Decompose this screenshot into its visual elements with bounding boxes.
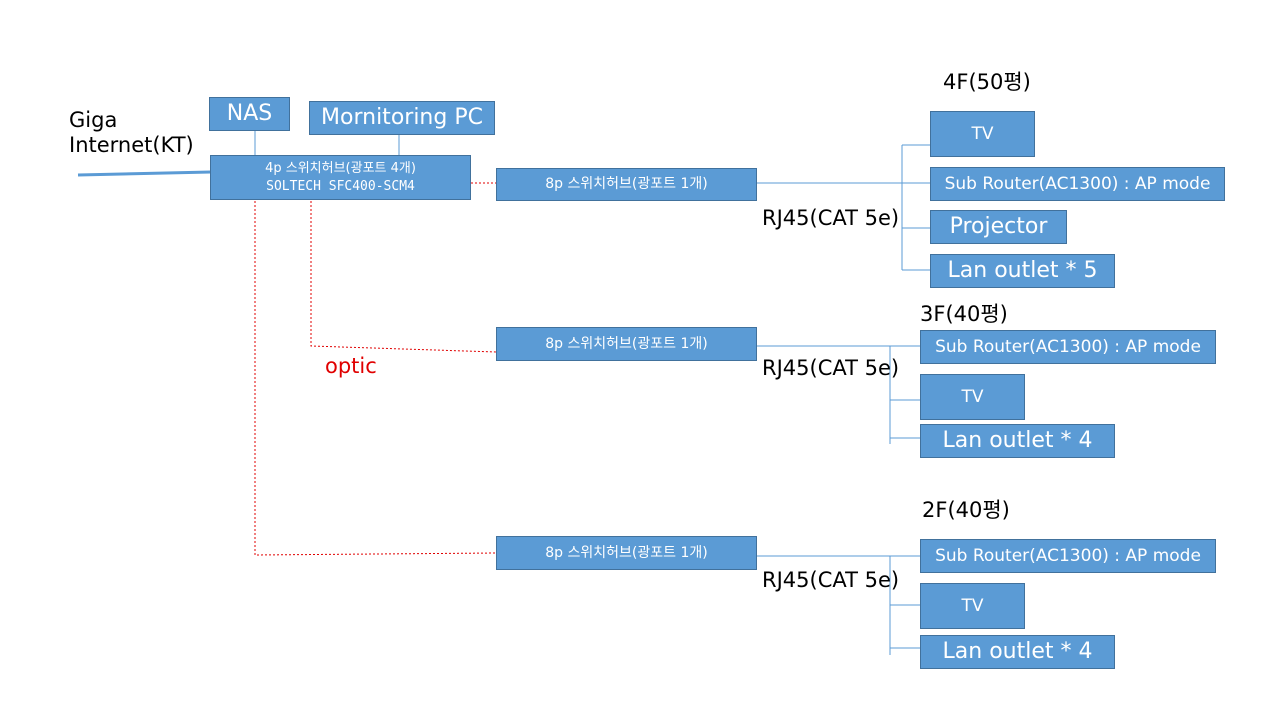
lan-outlet-3f-box: Lan outlet * 4 [920, 424, 1115, 458]
optic-line-2f [254, 201, 497, 556]
projector-4f-box: Projector [930, 210, 1067, 244]
tv-2f-box: TV [920, 583, 1025, 629]
tv-4f-box: TV [930, 111, 1035, 157]
monitoring-pc-box: Mornitoring PC [309, 101, 495, 135]
router-3f-box: Sub Router(AC1300) : AP mode [920, 330, 1216, 364]
floor-label-2f: 2F(40평) [922, 498, 1010, 522]
switch-3f-box: 8p 스위치허브(광포트 1개) [496, 327, 757, 361]
main-switch-box: 4p 스위치허브(광포트 4개) SOLTECH SFC400-SCM4 [210, 155, 471, 200]
internet-label: Giga Internet(KT) [69, 108, 194, 158]
nas-box: NAS [209, 97, 290, 131]
router-4f-box: Sub Router(AC1300) : AP mode [930, 167, 1225, 201]
optic-label: optic [325, 354, 377, 378]
internet-label-line2: Internet(KT) [69, 133, 194, 158]
internet-label-line1: Giga [69, 108, 118, 132]
lan-outlet-2f-box: Lan outlet * 4 [920, 635, 1115, 669]
main-switch-line2: SOLTECH SFC400-SCM4 [266, 178, 415, 194]
floor-label-4f: 4F(50평) [943, 70, 1031, 94]
switch-4f-box: 8p 스위치허브(광포트 1개) [496, 168, 757, 201]
cable-label-3f: RJ45(CAT 5e) [762, 356, 900, 380]
tv-3f-box: TV [920, 374, 1025, 420]
cable-label-2f: RJ45(CAT 5e) [762, 568, 900, 592]
floor-label-3f: 3F(40평) [920, 302, 1008, 326]
switch-2f-box: 8p 스위치허브(광포트 1개) [496, 536, 757, 570]
internet-uplink-line [77, 170, 212, 177]
optic-line-3f [310, 201, 497, 353]
lan-outlet-4f-box: Lan outlet * 5 [930, 254, 1115, 288]
main-switch-line1: 4p 스위치허브(광포트 4개) [265, 160, 416, 176]
cable-label-4f: RJ45(CAT 5e) [762, 206, 900, 230]
router-2f-box: Sub Router(AC1300) : AP mode [920, 539, 1216, 573]
